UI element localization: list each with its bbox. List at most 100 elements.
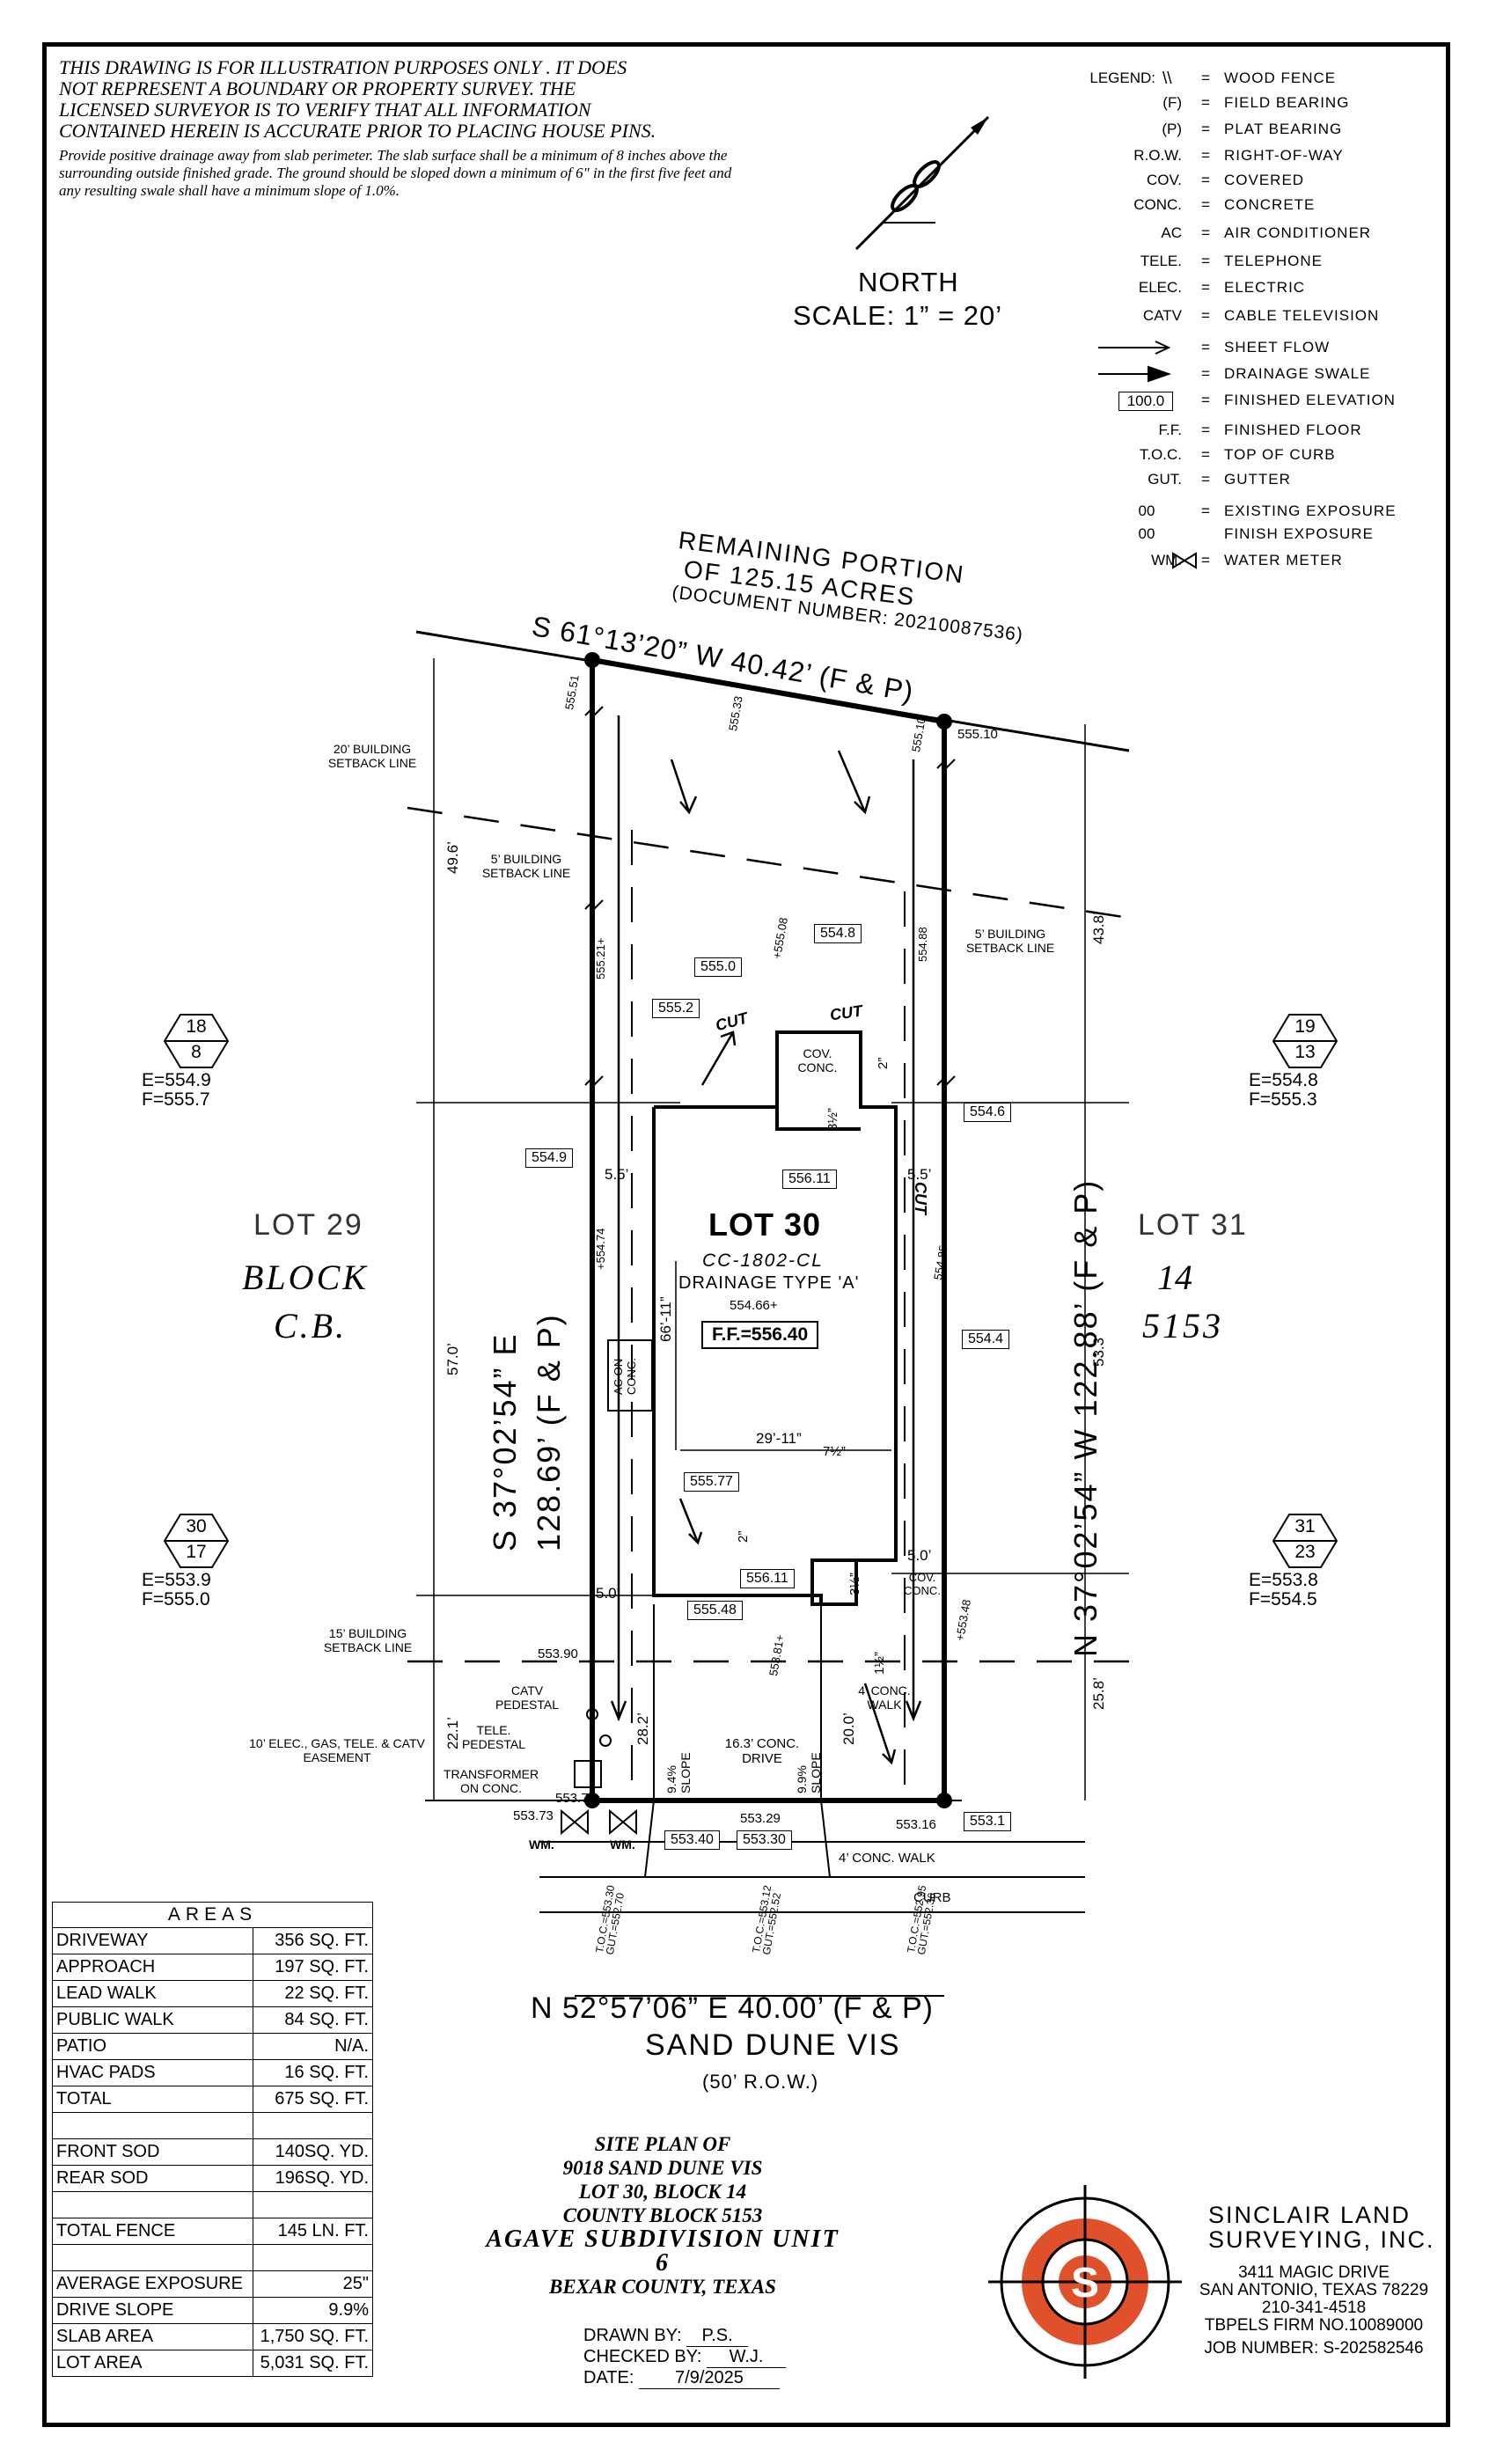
slope-w-label: 9.4% SLOPE bbox=[664, 1752, 693, 1793]
elev-tag: 556.11 bbox=[782, 1170, 837, 1189]
elev-tag: 554.8 bbox=[814, 924, 862, 943]
tele-pedestal-icon bbox=[599, 1734, 612, 1747]
dimension-lines bbox=[416, 658, 1129, 1801]
areas-row bbox=[52, 2191, 374, 2218]
areas-value: 25" bbox=[252, 2270, 374, 2298]
dim-53-3: 53.3’ bbox=[1090, 1334, 1107, 1367]
exposure-bottom: 13 bbox=[1294, 1042, 1316, 1062]
areas-label: LOT AREA bbox=[52, 2350, 253, 2377]
driveway bbox=[539, 1604, 1085, 1997]
water-meter-icon bbox=[561, 1808, 637, 1836]
lot-29-cb: C.B. bbox=[274, 1306, 348, 1346]
transformer-label: TRANSFORMER ON CONC. bbox=[443, 1767, 539, 1795]
drainage-arrows bbox=[610, 715, 922, 1765]
legend-equals: = bbox=[1201, 392, 1210, 408]
legend-equals: = bbox=[1201, 339, 1210, 356]
legend-row: T.O.C.=TOP OF CURB bbox=[1094, 446, 1446, 473]
elev-tag: 555.77 bbox=[684, 1472, 739, 1492]
legend-equals: = bbox=[1201, 94, 1210, 111]
easement-label: 10’ ELEC., GAS, TELE. & CATV EASEMENT bbox=[249, 1736, 425, 1764]
point-elev: 554.88 bbox=[916, 927, 929, 962]
areas-value: 196SQ. YD. bbox=[252, 2165, 374, 2192]
point-elev: +554.74 bbox=[594, 1228, 607, 1270]
dim-2in: 2” bbox=[876, 1057, 891, 1069]
ac-pad bbox=[607, 1339, 653, 1412]
legend-equals: = bbox=[1201, 147, 1210, 164]
areas-value bbox=[252, 2244, 374, 2271]
house-lot: LOT 30 bbox=[708, 1206, 822, 1243]
areas-label bbox=[52, 2112, 253, 2139]
west-bearing-1: S 37°02’54” E bbox=[487, 1332, 523, 1551]
legend-row: 00 = EXISTING EXPOSURE bbox=[1094, 502, 1446, 529]
point-elev: 553.16 bbox=[896, 1817, 936, 1832]
legend-desc: FINISHED ELEVATION bbox=[1224, 392, 1396, 408]
point-elev: 553.90 bbox=[538, 1646, 578, 1661]
legend-abbr: 00 bbox=[1138, 502, 1155, 519]
company-address: 3411 MAGIC DRIVE SAN ANTONIO, TEXAS 7822… bbox=[1199, 2263, 1429, 2358]
areas-label: SLAB AREA bbox=[52, 2323, 253, 2350]
legend-row: (P)=PLAT BEARING bbox=[1094, 121, 1446, 147]
dim-43-8: 43.8’ bbox=[1090, 912, 1107, 944]
disclaimer-line: NOT REPRESENT A BOUNDARY OR PROPERTY SUR… bbox=[59, 77, 576, 99]
elev-tag: 554.6 bbox=[964, 1103, 1012, 1122]
point-elev: 553.75 bbox=[555, 1791, 596, 1806]
legend-desc: FIELD BEARING bbox=[1224, 94, 1350, 111]
legend-abbr: WM. bbox=[1151, 552, 1182, 568]
legend-abbr: F.F. bbox=[1158, 422, 1182, 438]
elev-tag: 555.0 bbox=[694, 957, 743, 977]
legend-desc: TOP OF CURB bbox=[1224, 446, 1336, 463]
company-logo: S bbox=[988, 2185, 1182, 2379]
company-name: SINCLAIR LAND SURVEYING, INC. bbox=[1208, 2202, 1435, 2253]
disclaimer: THIS DRAWING IS FOR ILLUSTRATION PURPOSE… bbox=[59, 57, 745, 200]
wm-label: WM. bbox=[529, 1837, 554, 1852]
areas-label: FRONT SOD bbox=[52, 2138, 253, 2166]
dim-49-6: 49.6’ bbox=[444, 841, 461, 874]
dim-25-8: 25.8’ bbox=[1090, 1677, 1107, 1710]
drive-label: 16.3’ CONC. DRIVE bbox=[724, 1736, 800, 1766]
exposure-top: 31 bbox=[1294, 1516, 1316, 1536]
exposure-top: 19 bbox=[1294, 1016, 1316, 1037]
legend-desc: CONCRETE bbox=[1224, 196, 1316, 213]
wm-label-2: WM. bbox=[610, 1837, 635, 1852]
legend-row: =SHEET FLOW bbox=[1094, 339, 1446, 365]
legend-equals: = bbox=[1201, 502, 1210, 519]
elev-tag: 553.30 bbox=[737, 1830, 792, 1850]
dim-5-5a: 5.5’ bbox=[605, 1166, 629, 1183]
areas-value bbox=[252, 2191, 374, 2218]
house-footprint bbox=[652, 1030, 898, 1606]
exposure-top: 18 bbox=[186, 1016, 207, 1037]
dim-2in-b: 2” bbox=[736, 1530, 751, 1543]
areas-value: 5,031 SQ. FT. bbox=[252, 2350, 374, 2377]
elev-tag: 554.9 bbox=[525, 1148, 574, 1168]
areas-label: AVERAGE EXPOSURE bbox=[52, 2270, 253, 2298]
elev-tag: 553.40 bbox=[664, 1830, 720, 1850]
exposure-hex-icons bbox=[163, 1014, 1338, 1568]
lot-29-block: BLOCK bbox=[242, 1258, 369, 1297]
east-bearing: N 37°02’54” W 122.88’ (F & P) bbox=[1067, 1178, 1104, 1657]
legend-abbr: 00 bbox=[1138, 525, 1155, 542]
areas-value: 197 SQ. FT. bbox=[252, 1954, 374, 1981]
dim-20-0: 20.0’ bbox=[840, 1712, 857, 1745]
south-bearing: N 52°57’06” E 40.00’ (F & P) bbox=[531, 1991, 934, 2025]
house-width: 29’-11” bbox=[756, 1430, 802, 1447]
areas-value: 145 LN. FT. bbox=[252, 2218, 374, 2245]
point-elev: 553.29 bbox=[740, 1811, 781, 1826]
legend-abbr: (F) bbox=[1162, 94, 1182, 111]
fence-marks bbox=[584, 706, 956, 1086]
west-bearing-2: 128.69’ (F & P) bbox=[531, 1313, 567, 1551]
legend-equals: = bbox=[1201, 471, 1210, 488]
curb-label: CURB bbox=[913, 1890, 951, 1905]
areas-label: APPROACH bbox=[52, 1954, 253, 1981]
legend-desc: EXISTING EXPOSURE bbox=[1224, 502, 1397, 519]
legend-abbr: T.O.C. bbox=[1139, 446, 1182, 463]
legend-equals: = bbox=[1201, 196, 1210, 213]
exposure-top: 30 bbox=[186, 1516, 207, 1536]
title-block: SITE PLAN OF 9018 SAND DUNE VIS LOT 30, … bbox=[486, 2133, 840, 2298]
